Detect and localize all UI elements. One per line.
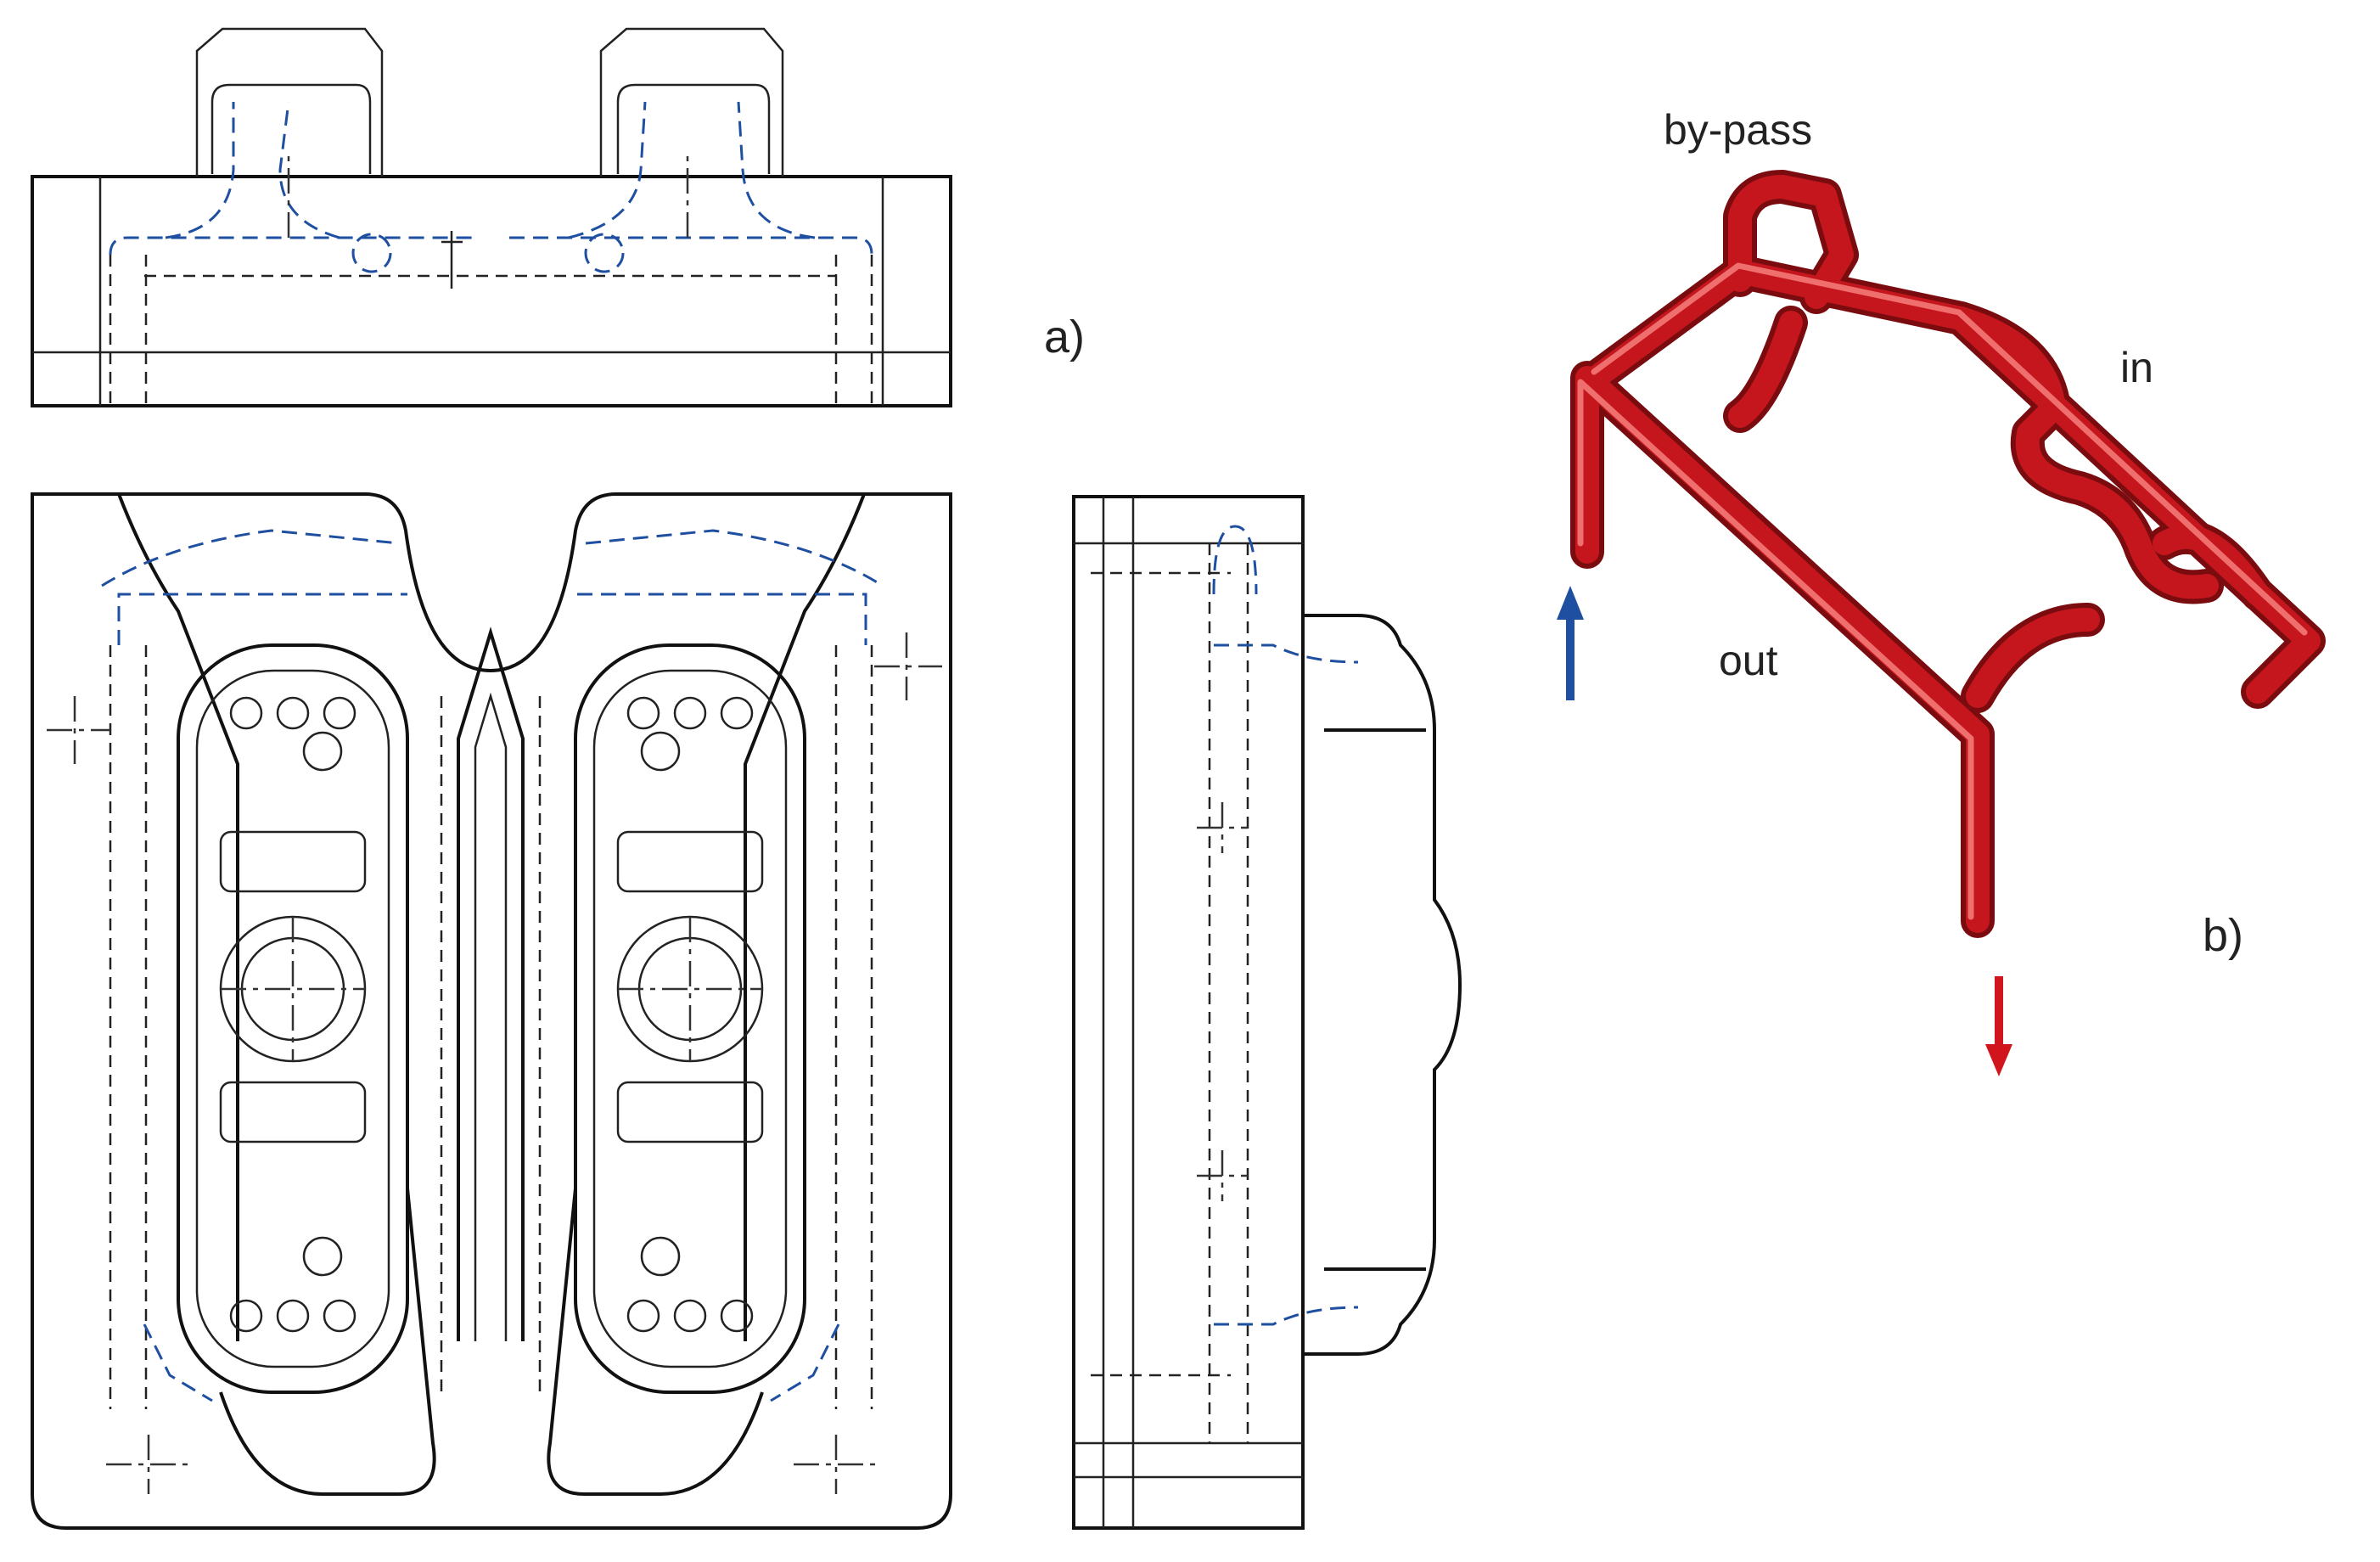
flow-in-arrow-icon — [1557, 586, 1584, 700]
part-a-label: a) — [1044, 312, 1085, 362]
mold-side-view — [1072, 495, 1462, 1530]
cooling-channel-3d — [1570, 170, 2326, 938]
inlet-label: in — [2120, 344, 2153, 391]
part-b-label: b) — [2203, 910, 2243, 961]
mold-top-view — [31, 27, 952, 407]
flow-out-arrow-icon — [1985, 976, 2012, 1076]
bypass-label: by-pass — [1664, 106, 1812, 154]
outlet-label: out — [1719, 637, 1778, 684]
mold-plan-view — [31, 492, 952, 1530]
